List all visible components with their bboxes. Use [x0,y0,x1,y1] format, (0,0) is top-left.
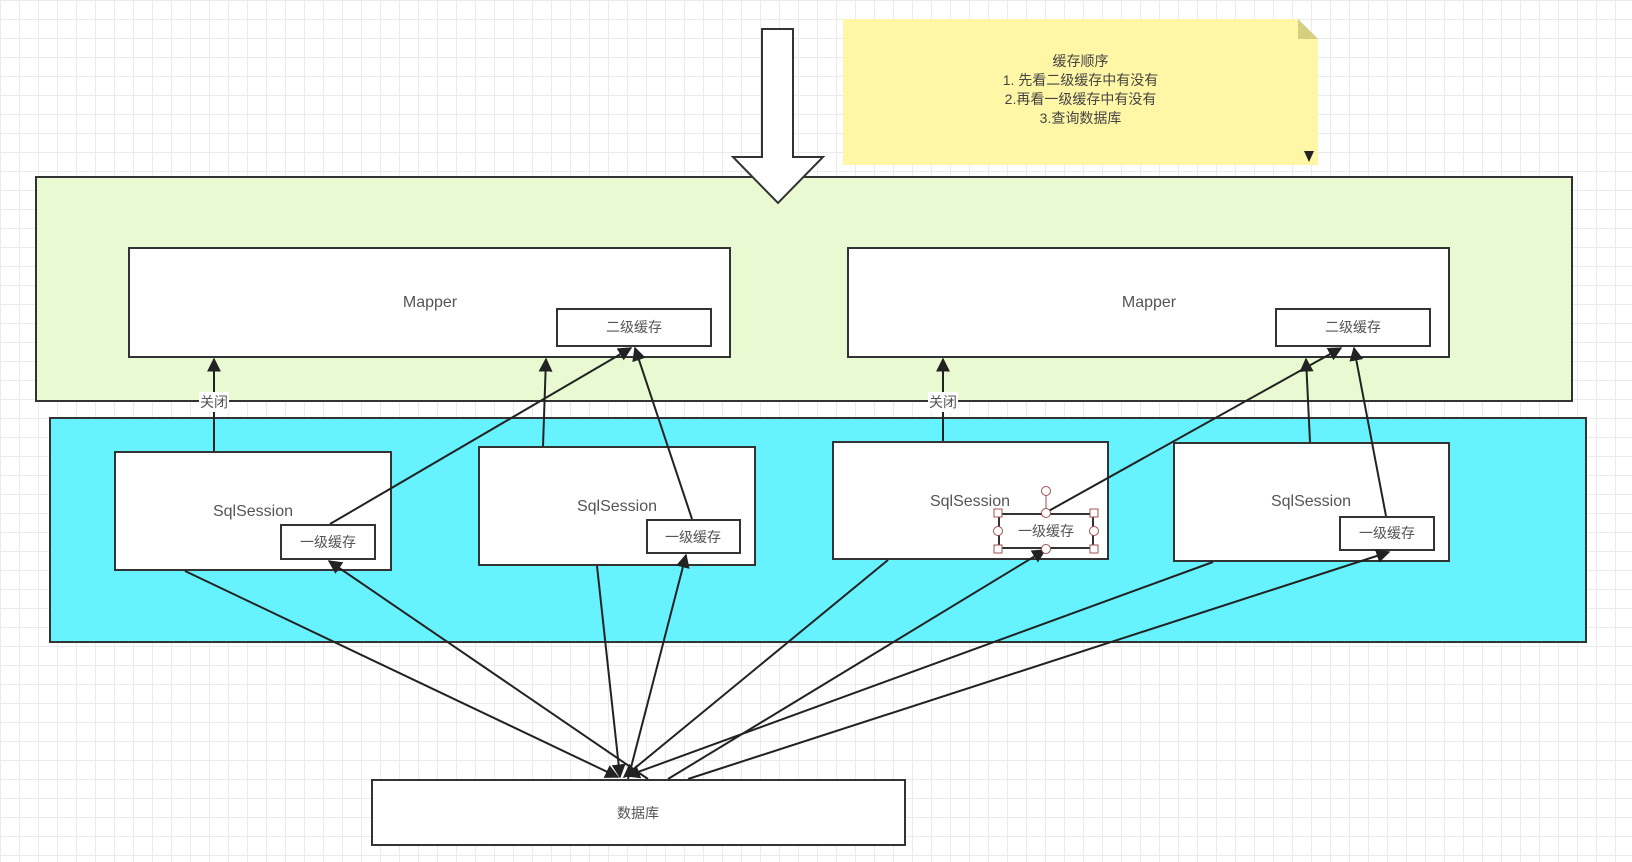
l1cache4-to-l2cache2-arrow[interactable] [1349,346,1387,517]
database-to-l1cache1-arrow[interactable] [327,560,649,780]
close-label-2: 关闭 [928,392,958,412]
session2-to-database-arrow[interactable] [596,565,626,779]
mapper-label-2: Mapper [1121,294,1177,311]
database-to-l1cache3-arrow[interactable] [667,549,1047,780]
database-to-l1cache2-arrow[interactable] [627,553,690,780]
l1cache2-to-l2cache1-arrow[interactable] [632,346,693,520]
session4-to-database-arrow[interactable] [625,561,1214,779]
note-line-2: 2.再看一级缓存中有没有 [1004,91,1157,107]
first-level-cache-4[interactable] [1339,516,1435,551]
sqlsession-label-1: SqlSession [212,503,294,520]
note-text: 缓存顺序 1. 先看二级缓存中有没有 2.再看一级缓存中有没有 3.查询数据库 [843,52,1318,128]
first-level-cache-label-4: 一级缓存 [1359,525,1415,541]
sqlsession-label-4: SqlSession [1270,493,1352,510]
database-label: 数据库 [617,805,659,821]
note-line-1: 1. 先看二级缓存中有没有 [1002,72,1159,88]
resize-handle-s[interactable] [1041,544,1051,554]
session1-to-database-arrow[interactable] [184,570,620,778]
l1cache3-to-l2cache2-arrow[interactable] [1044,347,1343,514]
session3-to-database-arrow[interactable] [622,559,889,778]
rotate-handle[interactable] [1041,486,1051,496]
mapper-label-1: Mapper [402,294,458,311]
second-level-cache-label-2: 二级缓存 [1325,319,1381,335]
database-box[interactable] [371,779,906,846]
l1cache1-to-l2cache1-arrow[interactable] [329,347,633,525]
resize-handle-se[interactable] [1089,544,1099,554]
sqlsession-label-3: SqlSession [929,493,1011,510]
database-to-l1cache4-arrow[interactable] [687,549,1391,780]
resize-handle-w[interactable] [993,526,1003,536]
first-level-cache-label-2: 一级缓存 [665,529,721,545]
session2-to-mapper1-arrow[interactable] [538,357,553,447]
resize-handle-ne[interactable] [1089,508,1099,518]
resize-handle-sw[interactable] [993,544,1003,554]
note-line-3: 3.查询数据库 [1039,110,1122,126]
resize-handle-e[interactable] [1089,526,1099,536]
second-level-cache-1[interactable] [556,308,712,347]
second-level-cache-2[interactable] [1275,308,1431,347]
query-entry-arrow-icon[interactable] [730,28,826,205]
sqlsession-label-2: SqlSession [576,498,658,515]
resize-handle-nw[interactable] [993,508,1003,518]
resize-handle-n[interactable] [1041,508,1051,518]
first-level-cache-label-3: 一级缓存 [1018,523,1074,539]
note-title: 缓存顺序 [1052,53,1109,69]
second-level-cache-label-1: 二级缓存 [606,319,662,335]
first-level-cache-1[interactable] [280,524,376,560]
first-level-cache-2[interactable] [646,519,741,554]
first-level-cache-label-1: 一级缓存 [300,534,356,550]
close-label-1: 关闭 [199,392,229,412]
cache-order-note[interactable] [843,19,1318,165]
note-resize-marker-icon[interactable] [1304,151,1314,162]
session4-to-mapper2-arrow[interactable] [1299,357,1314,443]
